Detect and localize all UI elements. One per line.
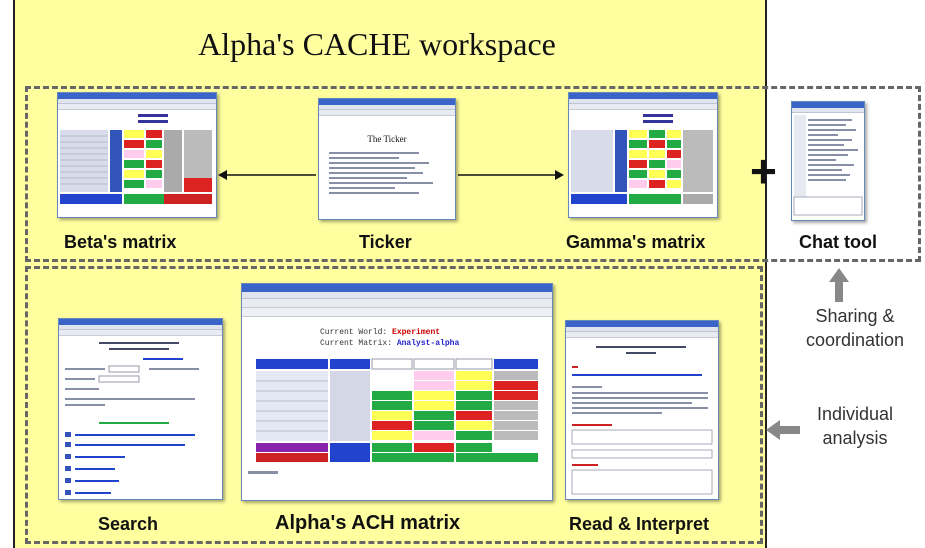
- gamma-matrix-grid: [571, 114, 713, 204]
- sharing-group-box: [25, 86, 921, 262]
- ticker-label: Ticker: [359, 232, 412, 252]
- search-label: Search: [98, 514, 159, 534]
- search-window[interactable]: [58, 318, 223, 500]
- ach-matrix-caption: Current Matrix:: [320, 339, 393, 348]
- chat-lines: [793, 115, 863, 216]
- ach-world-value: Experiment: [392, 328, 441, 337]
- read-content: [571, 346, 713, 495]
- ticker-lines: [329, 152, 433, 194]
- individual-analysis-note: Individual analysis: [795, 402, 915, 450]
- ach-matrix-row: Current Matrix: Analyst-alpha: [320, 338, 552, 349]
- sharing-line1: Sharing &: [815, 306, 895, 326]
- ach-matrix-grid: [248, 358, 538, 474]
- chat-tool-label: Chat tool: [799, 232, 877, 252]
- arrow-ticker-to-beta: [218, 170, 316, 180]
- ticker-window[interactable]: The Ticker: [318, 98, 456, 220]
- ach-matrix-window[interactable]: Current World: Experiment Current Matrix…: [241, 283, 553, 501]
- ach-world-row: Current World: Experiment: [320, 327, 552, 338]
- read-interpret-label: Read & Interpret: [569, 514, 710, 534]
- beta-matrix-window[interactable]: [57, 92, 217, 218]
- beta-matrix-grid: [60, 114, 212, 204]
- search-content: [65, 342, 199, 495]
- ach-matrix-label: Alpha's ACH matrix: [275, 512, 461, 534]
- ach-world-caption: Current World:: [320, 328, 388, 337]
- workspace-title: Alpha's CACHE workspace: [198, 26, 556, 62]
- individual-group-box: [25, 266, 763, 544]
- ach-matrix-value: Analyst-alpha: [396, 339, 460, 348]
- individual-line2: analysis: [822, 428, 888, 448]
- gamma-matrix-window[interactable]: [568, 92, 718, 218]
- sharing-line2: coordination: [805, 330, 905, 350]
- ticker-heading: The Ticker: [367, 134, 407, 144]
- beta-matrix-label: Beta's matrix: [64, 232, 177, 252]
- up-arrow-icon: [829, 268, 849, 302]
- chat-tool-window[interactable]: [791, 101, 865, 221]
- arrow-ticker-to-gamma: [458, 170, 564, 180]
- individual-line1: Individual: [816, 404, 894, 424]
- sharing-coordination-note: Sharing & coordination: [790, 304, 920, 352]
- read-interpret-window[interactable]: [565, 320, 719, 500]
- plus-sign: +: [750, 145, 777, 197]
- left-arrow-icon: [766, 420, 800, 440]
- gamma-matrix-label: Gamma's matrix: [566, 232, 706, 252]
